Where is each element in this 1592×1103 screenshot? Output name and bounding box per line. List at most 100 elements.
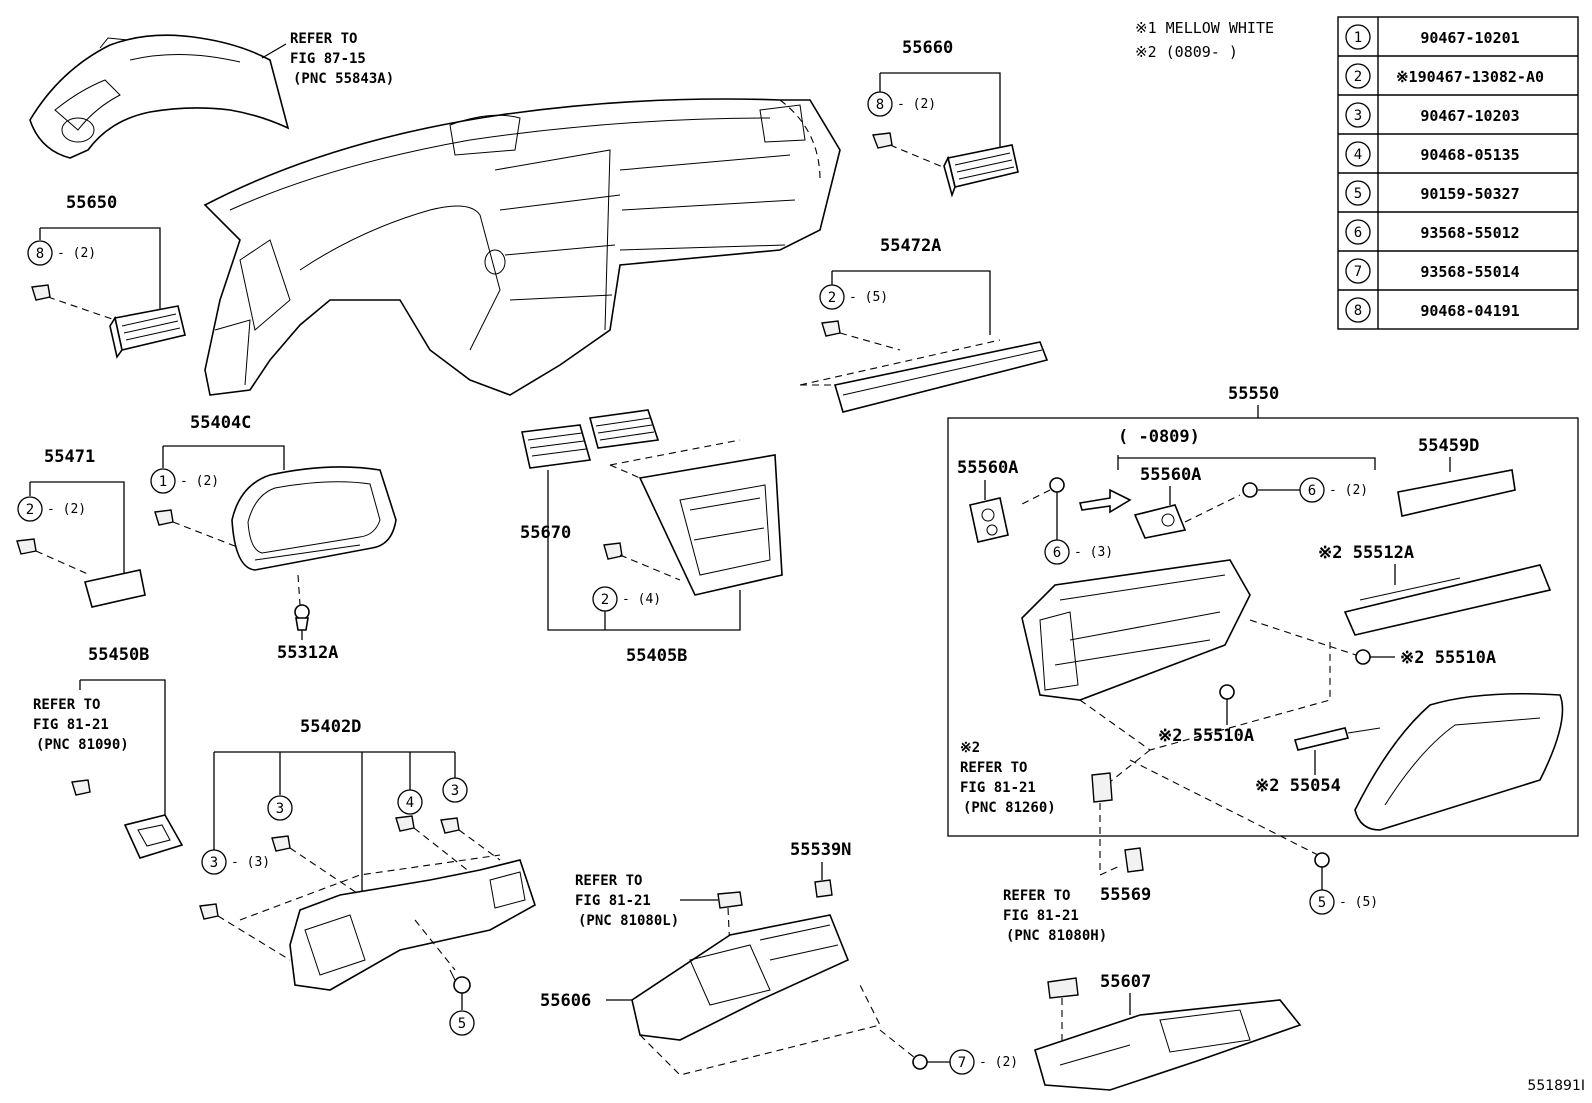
screw-icon: [912, 1054, 928, 1070]
ref-fig-87-15-line2: FIG 87-15: [290, 51, 366, 67]
callout-num: 7: [958, 1055, 966, 1071]
callout-num: 2: [601, 592, 609, 608]
screw-icon: [1049, 477, 1065, 493]
glove-box-housing: [1021, 559, 1331, 791]
callout-3-icon: [267, 795, 293, 821]
ref-fig-81-21-d-line3: (PNC 81080H): [1006, 928, 1107, 944]
ref-fig-81-21-a-line3: (PNC 81090): [36, 737, 129, 753]
switch-55450b: [123, 814, 184, 859]
fastener-num: 2: [1354, 69, 1362, 85]
ref-fig-81-21-b-line1: ※2: [960, 740, 980, 756]
callout-2-icon: [819, 284, 845, 310]
assembly-frame-55550: [947, 417, 1579, 837]
callout-1-icon: [150, 468, 176, 494]
ref-fig-81-21-a-line1: REFER TO: [33, 697, 100, 713]
callout-num: 8: [876, 97, 884, 113]
fastener-num: 7: [1354, 264, 1362, 280]
clip-icon: [821, 320, 841, 337]
fastener-part: 93568-55014: [1420, 263, 1519, 281]
callout-5-icon: [1309, 889, 1335, 915]
lower-panel-55402d: [239, 854, 536, 991]
part-55510a-center: ※2 55510A: [1158, 726, 1254, 746]
callout-num: 2: [26, 502, 34, 518]
legend-note-mellow-white: ※1 MELLOW WHITE: [1135, 19, 1274, 37]
callout-num: 8: [36, 246, 44, 262]
clip-55569: [1124, 847, 1144, 873]
fastener-num: 1: [1354, 30, 1362, 46]
lower-cover-55606: [631, 914, 881, 1076]
fastener-part: 90468-05135: [1420, 146, 1519, 164]
lower-cover-55607: [1034, 999, 1302, 1091]
ref-fig-81-21-b-line2: REFER TO: [960, 760, 1027, 776]
part-55569: 55569: [1100, 885, 1151, 905]
callout-qty: - (3): [1074, 545, 1113, 560]
ref-fig-81-21-d-line1: REFER TO: [1003, 888, 1070, 904]
panel-55512a: [1343, 564, 1552, 636]
damper-55054: [1293, 727, 1381, 751]
callout-qty: - (3): [231, 855, 270, 870]
clip-icon: [16, 538, 37, 555]
part-55560a-right: 55560A: [1140, 465, 1201, 485]
glove-door: [1354, 692, 1564, 831]
fastener-row: 7 93568-55014: [1345, 258, 1520, 284]
part-55512a: ※2 55512A: [1318, 543, 1414, 563]
callout-6-icon: [1044, 539, 1070, 565]
fastener-row: 2 ※190467-13082-A0: [1345, 63, 1544, 89]
lock-cylinder-55560a-alt: [1133, 504, 1187, 539]
fastener-row: 3 90467-10203: [1345, 102, 1520, 128]
fastener-table: 1 90467-10201 2 ※190467-13082-A0 3 90467…: [1337, 16, 1579, 330]
clip-icon: [440, 817, 460, 834]
clip-icon: [154, 509, 174, 526]
part-55670: 55670: [520, 523, 571, 543]
trim-55459d: [1397, 469, 1516, 517]
fastener-row: 4 90468-05135: [1345, 141, 1520, 167]
callout-qty: - (5): [1339, 895, 1378, 910]
ref-fig-81-21-b-line3: FIG 81-21: [960, 780, 1036, 796]
ref-fig-81-21-a-line2: FIG 81-21: [33, 717, 109, 733]
fastener-row: 8 90468-04191: [1345, 297, 1520, 323]
connector-icon: [1091, 772, 1113, 803]
cluster-panel-55404c: [231, 466, 397, 571]
callout-num: 5: [458, 1016, 466, 1032]
fastener-part: 93568-55012: [1420, 224, 1519, 242]
callout-3-icon: [442, 777, 468, 803]
connector-icon: [71, 779, 91, 796]
register-55405b: [609, 439, 783, 596]
instrument-panel: [203, 98, 841, 396]
fastener-num: 3: [1354, 108, 1362, 124]
legend-note-date-range: ※2 (0809- ): [1135, 43, 1238, 61]
ref-fig-81-21-d-line2: FIG 81-21: [1003, 908, 1079, 924]
part-55459d: 55459D: [1418, 436, 1479, 456]
fastener-part: ※190467-13082-A0: [1396, 68, 1544, 86]
ref-fig-87-15-line3: (PNC 55843A): [293, 71, 394, 87]
clip-icon: [603, 542, 623, 560]
ref-fig-81-21-c-line1: REFER TO: [575, 873, 642, 889]
clip-icon: [872, 132, 893, 149]
ref-fig-81-21-b-line4: (PNC 81260): [963, 800, 1056, 816]
center-vent-left: [521, 424, 592, 469]
screw-icon: [1242, 482, 1258, 498]
clip-icon: [271, 835, 291, 852]
clip-icon: [31, 284, 51, 301]
screw-icon: [1219, 684, 1235, 700]
callout-num: 3: [210, 855, 218, 871]
part-55560a-left: 55560A: [957, 458, 1018, 478]
fastener-part: 90159-50327: [1420, 185, 1519, 203]
callout-5-icon: [449, 1010, 475, 1036]
part-55404c: 55404C: [190, 413, 251, 433]
clip-icon: [395, 815, 415, 832]
ref-fig-87-15-line1: REFER TO: [290, 31, 357, 47]
ref-fig-81-21-c-line3: (PNC 81080L): [578, 913, 679, 929]
callout-num: 3: [451, 783, 459, 799]
part-55405b: 55405B: [626, 646, 687, 666]
fastener-num: 8: [1354, 303, 1362, 319]
callout-num: 4: [406, 795, 414, 811]
trim-55472a: [799, 339, 1049, 413]
trim-55471: [84, 569, 146, 608]
connector-icon: [1047, 977, 1079, 999]
callout-3-icon: [201, 849, 227, 875]
callout-qty: - (2): [47, 502, 86, 517]
callout-qty: - (4): [622, 592, 661, 607]
